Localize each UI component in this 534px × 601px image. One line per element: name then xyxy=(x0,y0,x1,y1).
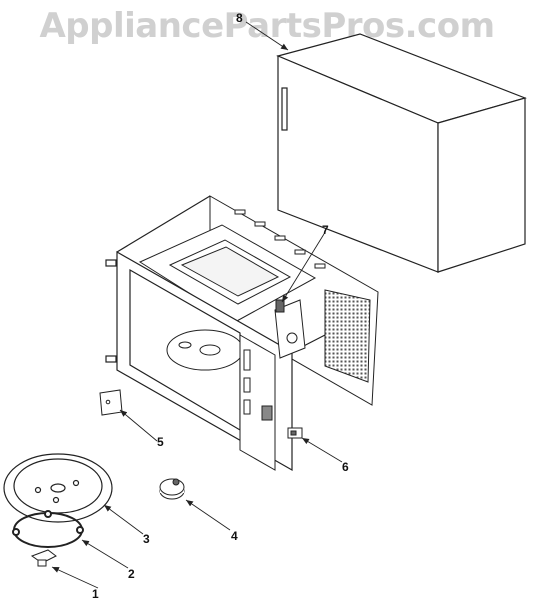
callout-2: 2 xyxy=(128,567,135,581)
turntable-motor-part xyxy=(159,478,185,500)
leader-line-5 xyxy=(119,409,158,442)
hinge-part xyxy=(287,427,303,439)
leader-lines xyxy=(51,21,343,589)
control-panel-side xyxy=(239,334,276,471)
callout-8: 8 xyxy=(236,11,243,25)
leader-line-2 xyxy=(81,539,129,569)
leader-line-7 xyxy=(281,233,325,303)
leader-line-4 xyxy=(185,499,231,531)
leader-line-3 xyxy=(103,504,144,535)
bracket-part xyxy=(99,389,123,416)
leader-line-1 xyxy=(51,566,99,589)
callout-3: 3 xyxy=(143,532,150,546)
cavity-turntable xyxy=(166,329,244,371)
leader-line-6 xyxy=(301,437,343,463)
glass-tray-part xyxy=(3,453,113,523)
callout-4: 4 xyxy=(231,529,238,543)
callout-7: 7 xyxy=(322,223,329,237)
coupler-part xyxy=(30,549,57,567)
callout-1: 1 xyxy=(92,587,99,601)
cavity-top xyxy=(138,224,317,323)
roller-ring-part xyxy=(12,510,84,548)
callout-6: 6 xyxy=(342,460,349,474)
outer-cabinet-part xyxy=(276,33,527,273)
door-switch-part xyxy=(274,299,306,359)
callout-5: 5 xyxy=(157,435,164,449)
watermark-text: AppliancePartsPros.com xyxy=(39,6,495,46)
leader-line-8 xyxy=(245,21,289,51)
